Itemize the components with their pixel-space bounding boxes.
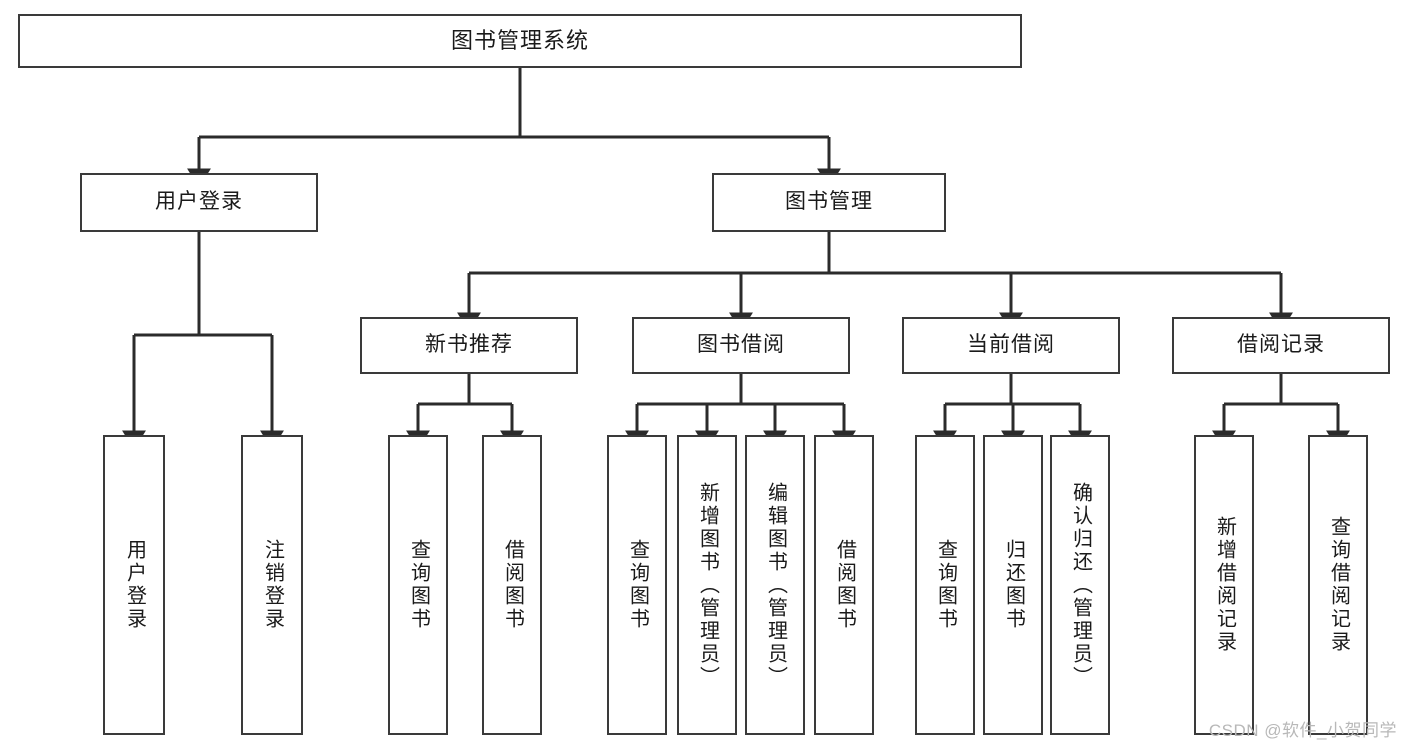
node-label: 编辑图书（管理员）: [764, 481, 787, 689]
node-label: 确认归还（管理员）: [1069, 481, 1092, 689]
node-leaf-2[interactable]: 查询图书: [388, 435, 448, 735]
node-leaf-11[interactable]: 新增借阅记录: [1194, 435, 1254, 735]
node-leaf-1[interactable]: 注销登录: [241, 435, 303, 735]
node-label: 查询图书: [934, 539, 957, 631]
node-leaf-6[interactable]: 编辑图书（管理员）: [745, 435, 805, 735]
node-label: 新增借阅记录: [1213, 516, 1236, 654]
node-label: 用户登录: [123, 539, 146, 631]
node-label: 查询图书: [407, 539, 430, 631]
node-label: 借阅记录: [1237, 333, 1325, 357]
node-leaf-5[interactable]: 新增图书（管理员）: [677, 435, 737, 735]
node-label: 新增图书（管理员）: [696, 481, 719, 689]
node-l3-0[interactable]: 新书推荐: [360, 317, 578, 374]
node-l2-0[interactable]: 用户登录: [80, 173, 318, 232]
node-leaf-7[interactable]: 借阅图书: [814, 435, 874, 735]
node-label: 借阅图书: [833, 539, 856, 631]
node-label: 图书管理系统: [450, 28, 589, 54]
node-leaf-10[interactable]: 确认归还（管理员）: [1050, 435, 1110, 735]
node-l3-3[interactable]: 借阅记录: [1172, 317, 1390, 374]
node-label: 图书管理: [785, 190, 873, 214]
node-label: 查询借阅记录: [1327, 516, 1350, 654]
node-label: 归还图书: [1002, 539, 1025, 631]
node-leaf-9[interactable]: 归还图书: [983, 435, 1043, 735]
node-l3-1[interactable]: 图书借阅: [632, 317, 850, 374]
node-leaf-8[interactable]: 查询图书: [915, 435, 975, 735]
node-label: 查询图书: [626, 539, 649, 631]
node-leaf-3[interactable]: 借阅图书: [482, 435, 542, 735]
node-leaf-12[interactable]: 查询借阅记录: [1308, 435, 1368, 735]
node-label: 新书推荐: [425, 333, 513, 357]
node-label: 当前借阅: [967, 333, 1055, 357]
node-label: 借阅图书: [501, 539, 524, 631]
node-root-图书管理系统[interactable]: 图书管理系统: [18, 14, 1022, 68]
node-l3-2[interactable]: 当前借阅: [902, 317, 1120, 374]
node-leaf-4[interactable]: 查询图书: [607, 435, 667, 735]
node-l2-1[interactable]: 图书管理: [712, 173, 946, 232]
node-leaf-0[interactable]: 用户登录: [103, 435, 165, 735]
node-label: 图书借阅: [697, 333, 785, 357]
node-label: 注销登录: [261, 539, 284, 631]
node-label: 用户登录: [155, 190, 243, 214]
